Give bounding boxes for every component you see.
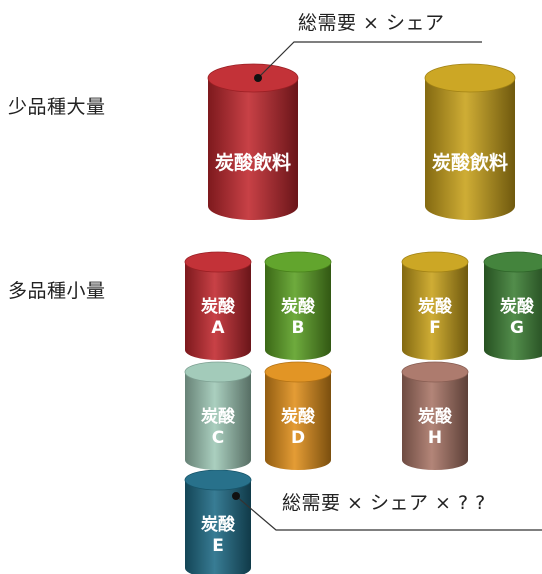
small-can-line1: 炭酸 xyxy=(418,406,453,427)
small-can-line1: 炭酸 xyxy=(418,296,453,317)
small-can-F: 炭酸F xyxy=(401,251,469,360)
small-can-line2: F xyxy=(429,318,441,338)
callout-bottom-text: 総需要 × シェア × ? ? xyxy=(282,492,486,514)
callout-top-leader xyxy=(257,41,482,79)
small-can-line1: 炭酸 xyxy=(281,406,316,427)
small-can-line1: 炭酸 xyxy=(281,296,316,317)
callout-bottom-dot xyxy=(232,492,240,500)
small-can-G: 炭酸G xyxy=(483,251,542,360)
big-can-label: 炭酸飲料 xyxy=(215,151,291,174)
big-can-label: 炭酸飲料 xyxy=(432,151,508,174)
small-can-line2: B xyxy=(292,318,305,338)
small-can-line2: C xyxy=(212,428,224,448)
small-can-line1: 炭酸 xyxy=(201,296,236,317)
small-can-line2: D xyxy=(291,428,305,448)
big-can-big-gold: 炭酸飲料 xyxy=(424,63,516,220)
small-can-line1: 炭酸 xyxy=(500,296,535,317)
callout-bottom-leader xyxy=(235,495,542,531)
row-label-bottom: 多品種小量 xyxy=(8,280,106,302)
small-can-line1: 炭酸 xyxy=(201,514,236,535)
small-can-H: 炭酸H xyxy=(401,361,469,470)
small-can-line1: 炭酸 xyxy=(201,406,236,427)
small-can-A: 炭酸A xyxy=(184,251,252,360)
small-can-D: 炭酸D xyxy=(264,361,332,470)
cans-layer: 炭酸飲料炭酸飲料炭酸E炭酸C炭酸D炭酸H炭酸A炭酸B炭酸F炭酸G xyxy=(184,63,542,574)
small-can-B: 炭酸B xyxy=(264,251,332,360)
callout-top-text: 総需要 × シェア xyxy=(298,12,445,34)
small-can-E: 炭酸E xyxy=(184,469,252,574)
callouts-layer xyxy=(232,41,542,531)
callout-top-dot xyxy=(254,74,262,82)
small-can-line2: A xyxy=(211,318,225,338)
row-label-top: 少品種大量 xyxy=(8,96,106,118)
small-can-line2: G xyxy=(510,318,524,338)
big-can-big-red: 炭酸飲料 xyxy=(207,63,299,220)
small-can-line2: E xyxy=(212,536,224,556)
small-can-C: 炭酸C xyxy=(184,361,252,470)
small-can-line2: H xyxy=(428,428,442,448)
